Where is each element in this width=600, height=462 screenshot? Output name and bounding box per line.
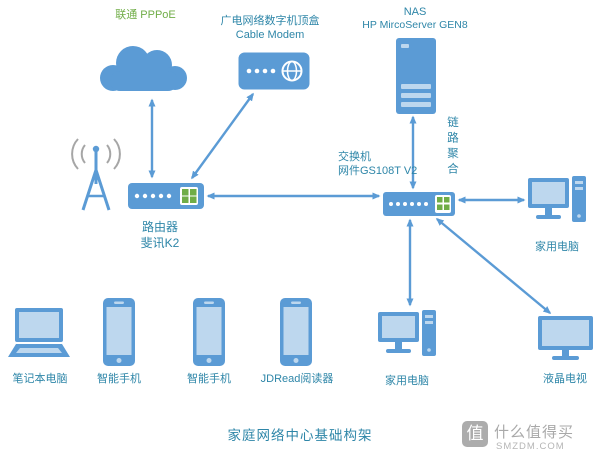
watermark-name: 什么值得买 <box>494 424 575 441</box>
nas-server-icon <box>396 38 436 114</box>
router-icon <box>128 183 204 209</box>
pc-bottom-icon <box>378 310 436 356</box>
tv-label: 液晶电视 <box>543 373 587 385</box>
watermark-site: SMZDM.COM <box>496 441 565 452</box>
router-label-line1: 路由器 <box>141 220 178 234</box>
diagram-title: 家庭网络中心基础构架 <box>227 428 373 443</box>
ereader-icon <box>280 298 312 366</box>
ereader-label: JDRead阅读器 <box>260 373 334 385</box>
smartphone-1-icon <box>103 298 135 366</box>
smartphone-2-icon <box>193 298 225 366</box>
watermark: 值 什么值得买 SMZDM.COM <box>462 419 597 459</box>
edge-switch-tv <box>435 218 552 314</box>
link-aggregation-label: 链路聚合 <box>446 116 458 178</box>
smzdm-logo-icon: 值 <box>462 421 488 447</box>
wifi-antenna-icon <box>71 138 121 211</box>
nas-label-line1: NAS <box>403 6 427 18</box>
pc-bottom-label: 家用电脑 <box>385 375 429 387</box>
laptop-label: 笔记本电脑 <box>12 373 68 385</box>
smartphone-2-label: 智能手机 <box>187 373 231 385</box>
smartphone-1-label: 智能手机 <box>97 373 141 385</box>
switch-label-line2: 网件GS108T V2 <box>338 165 418 177</box>
pc-right-label: 家用电脑 <box>535 241 579 253</box>
router-label-line2: 斐讯K2 <box>140 236 180 250</box>
switch-label-line1: 交换机 <box>338 151 371 163</box>
tv-icon <box>538 316 593 360</box>
modem-label-en: Cable Modem <box>235 29 305 41</box>
switch-icon <box>383 192 455 216</box>
laptop-icon <box>8 308 70 357</box>
pc-right-icon <box>528 176 586 222</box>
isp-label: 联通 PPPoE <box>115 9 176 21</box>
edge-modem-router <box>191 92 254 180</box>
cloud-icon <box>100 46 187 91</box>
nas-label-line2: HP MircoServer GEN8 <box>362 19 468 31</box>
modem-label-cn: 广电网络数字机顶盒 <box>220 15 320 27</box>
cable-modem-icon <box>238 52 310 90</box>
